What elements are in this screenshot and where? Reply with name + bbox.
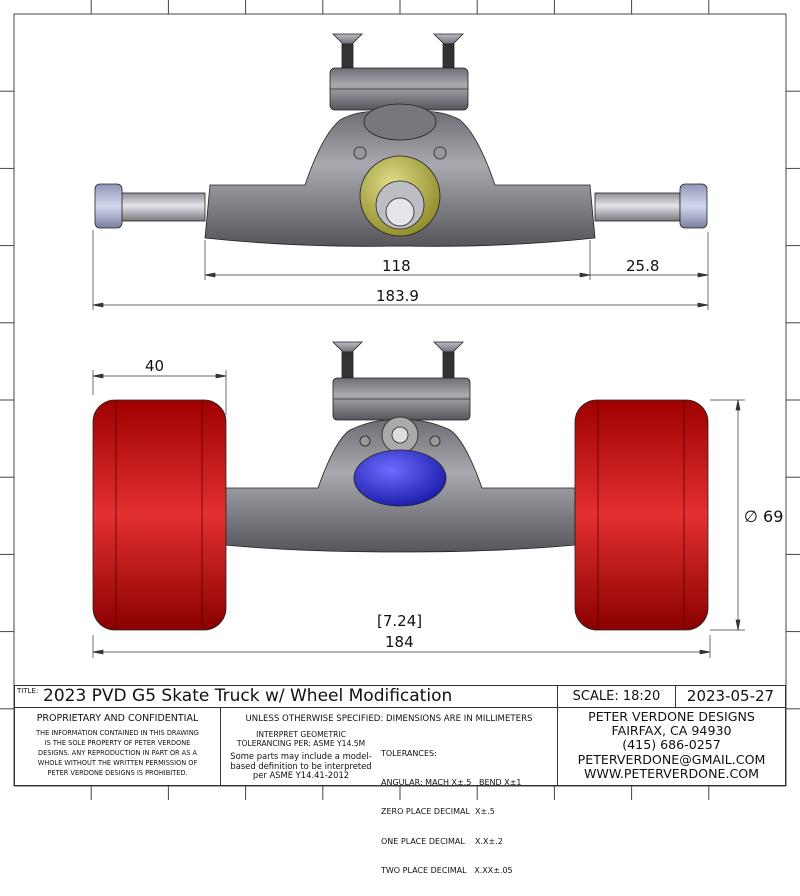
gdt-line: INTERPRET GEOMETRIC <box>256 730 346 739</box>
axle-nut-right <box>679 183 708 229</box>
company-cell: PETER VERDONE DESIGNS FAIRFAX, CA 94930 … <box>557 707 786 786</box>
wheel-left <box>92 399 227 631</box>
proprietary-heading: PROPRIETARY AND CONFIDENTIAL <box>36 713 199 724</box>
mbd-line: Some parts may include a model- <box>230 751 372 761</box>
date-cell: 2023-05-27 <box>675 685 786 708</box>
company-website: WWW.PETERVERDONE.COM <box>583 765 760 781</box>
kingpin-screw-right <box>433 33 464 69</box>
tolerance-line: ZERO PLACE DECIMAL X±.5 <box>381 807 495 817</box>
proprietary-line: WHOLE WITHOUT THE WRITTEN PERMISSION OF <box>37 759 198 767</box>
tolerance-line: ANGULAR: MACH X±.5 BEND X±1 <box>381 777 522 787</box>
company-email: PETERVERDONE@GMAIL.COM <box>577 751 766 767</box>
front-view-dimensions <box>92 370 745 658</box>
tolerance-line: TOLERANCES: <box>381 748 437 758</box>
top-view-dimensions <box>92 230 709 310</box>
company-phone: (415) 686-0257 <box>622 737 721 753</box>
top-view-truck <box>94 33 708 247</box>
specs-heading: UNLESS OTHERWISE SPECIFIED: DIMENSIONS A… <box>245 714 533 724</box>
dimension-wheel-width: 40 <box>145 357 165 375</box>
gdt-line: TOLERANCING PER: ASME Y14.5M <box>236 739 366 748</box>
title-cell: TITLE: 2023 PVD G5 Skate Truck w/ Wheel … <box>14 685 558 708</box>
scale-cell: SCALE: 18:20 <box>557 685 676 708</box>
dimension-hanger-width: 118 <box>382 257 411 275</box>
tolerance-line: TWO PLACE DECIMAL X.XX±.05 <box>381 866 513 876</box>
sheet-border <box>0 0 800 800</box>
proprietary-line: DESIGNS. ANY REPRODUCTION IN PART OR AS … <box>38 749 197 757</box>
dimension-axle-stub: 25.8 <box>626 257 660 275</box>
kingpin-screw-left <box>332 341 363 379</box>
axle-right <box>594 192 681 222</box>
specs-cell: UNLESS OTHERWISE SPECIFIED: DIMENSIONS A… <box>220 707 558 875</box>
mbd-line: based definition to be interpreted <box>230 760 372 771</box>
axle-nut-left <box>94 183 123 229</box>
bushing-front-view <box>353 449 447 507</box>
dimension-overall-axle: 183.9 <box>376 287 419 305</box>
proprietary-line: THE INFORMATION CONTAINED IN THIS DRAWIN… <box>36 729 199 737</box>
tolerance-line: ONE PLACE DECIMAL X.X±.2 <box>381 836 503 846</box>
diameter-value: 69 <box>763 507 784 526</box>
proprietary-line: PETER VERDONE DESIGNS IS PROHIBITED. <box>47 769 188 777</box>
front-view-truck <box>92 341 709 631</box>
title-label: TITLE: <box>17 687 39 695</box>
kingpin-screw-right <box>433 341 464 379</box>
dimension-overall-inches: [7.24] <box>377 612 423 630</box>
kingpin-screw-left <box>332 33 363 69</box>
company-name: PETER VERDONE DESIGNS <box>588 709 755 724</box>
axle-left <box>119 192 206 222</box>
dimension-wheel-diameter: ∅ 69 <box>744 507 783 526</box>
company-address: FAIRFAX, CA 94930 <box>611 723 732 739</box>
diameter-symbol: ∅ <box>744 507 758 526</box>
drawing-title: 2023 PVD G5 Skate Truck w/ Wheel Modific… <box>43 686 453 706</box>
mbd-line: per ASME Y14.41-2012 <box>252 770 350 780</box>
proprietary-cell: PROPRIETARY AND CONFIDENTIAL THE INFORMA… <box>14 707 221 786</box>
dimension-overall-width: 184 <box>385 633 414 651</box>
wheel-right <box>574 399 709 631</box>
drawing-sheet <box>0 0 800 800</box>
proprietary-line: IS THE SOLE PROPERTY OF PETER VERDONE <box>44 739 191 747</box>
